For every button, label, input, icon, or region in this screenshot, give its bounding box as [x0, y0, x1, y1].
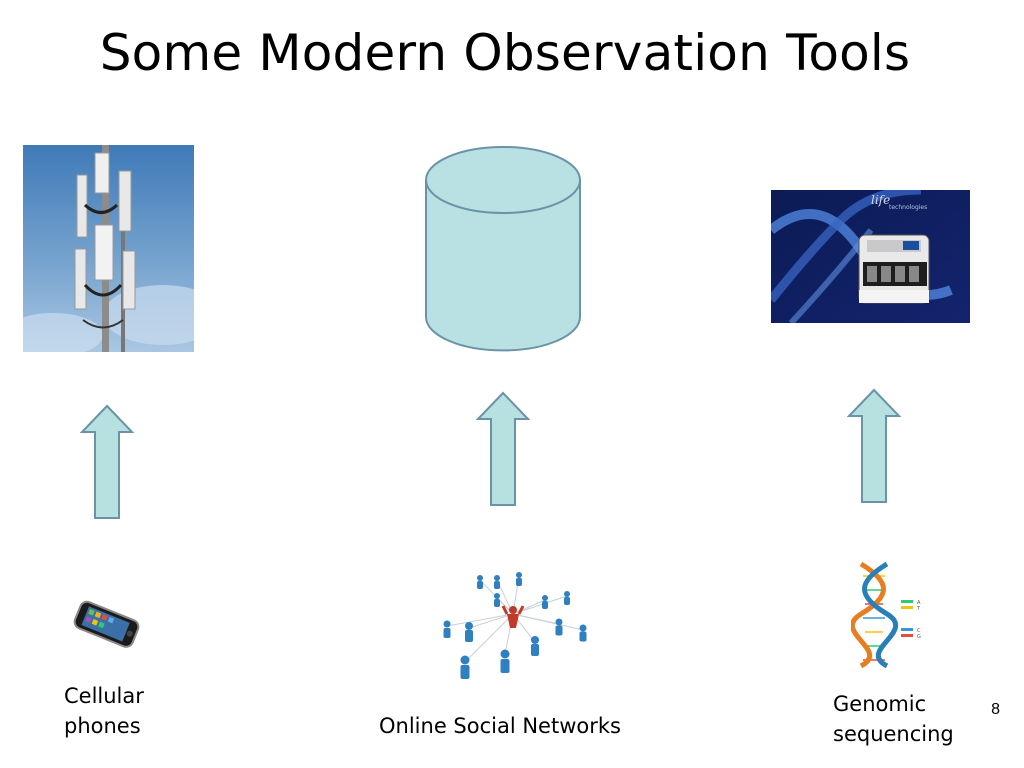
- label-genomic-line2: sequencing: [833, 722, 954, 746]
- sequencer-brand-subtext: technologies: [889, 204, 927, 211]
- cell-tower-photo: [23, 145, 194, 352]
- svg-text:C: C: [917, 628, 921, 634]
- sequencer-photo: life technologies: [771, 190, 970, 323]
- social-network-image: [437, 572, 592, 684]
- smartphone-image: [70, 598, 142, 648]
- up-arrow-center: [476, 391, 530, 507]
- label-genomic-line1: Genomic: [833, 692, 927, 716]
- sequencer-brand-text: life: [871, 193, 890, 207]
- dna-helix-image: A T C G: [851, 562, 931, 668]
- label-genomic-sequencing: Genomic sequencing: [833, 689, 954, 749]
- up-arrow-right: [847, 388, 901, 504]
- slide-title: Some Modern Observation Tools: [99, 24, 911, 82]
- up-arrow-left: [80, 404, 134, 520]
- database-cylinder: [424, 145, 582, 355]
- page-number: 8: [991, 701, 1000, 718]
- label-online-social-networks: Online Social Networks: [379, 714, 621, 738]
- label-cellular-line2: phones: [64, 714, 141, 738]
- label-cellular-phones: Cellular phones: [64, 681, 144, 741]
- svg-text:G: G: [917, 634, 921, 640]
- svg-text:T: T: [916, 606, 921, 612]
- label-cellular-line1: Cellular: [64, 684, 144, 708]
- svg-text:A: A: [917, 600, 921, 606]
